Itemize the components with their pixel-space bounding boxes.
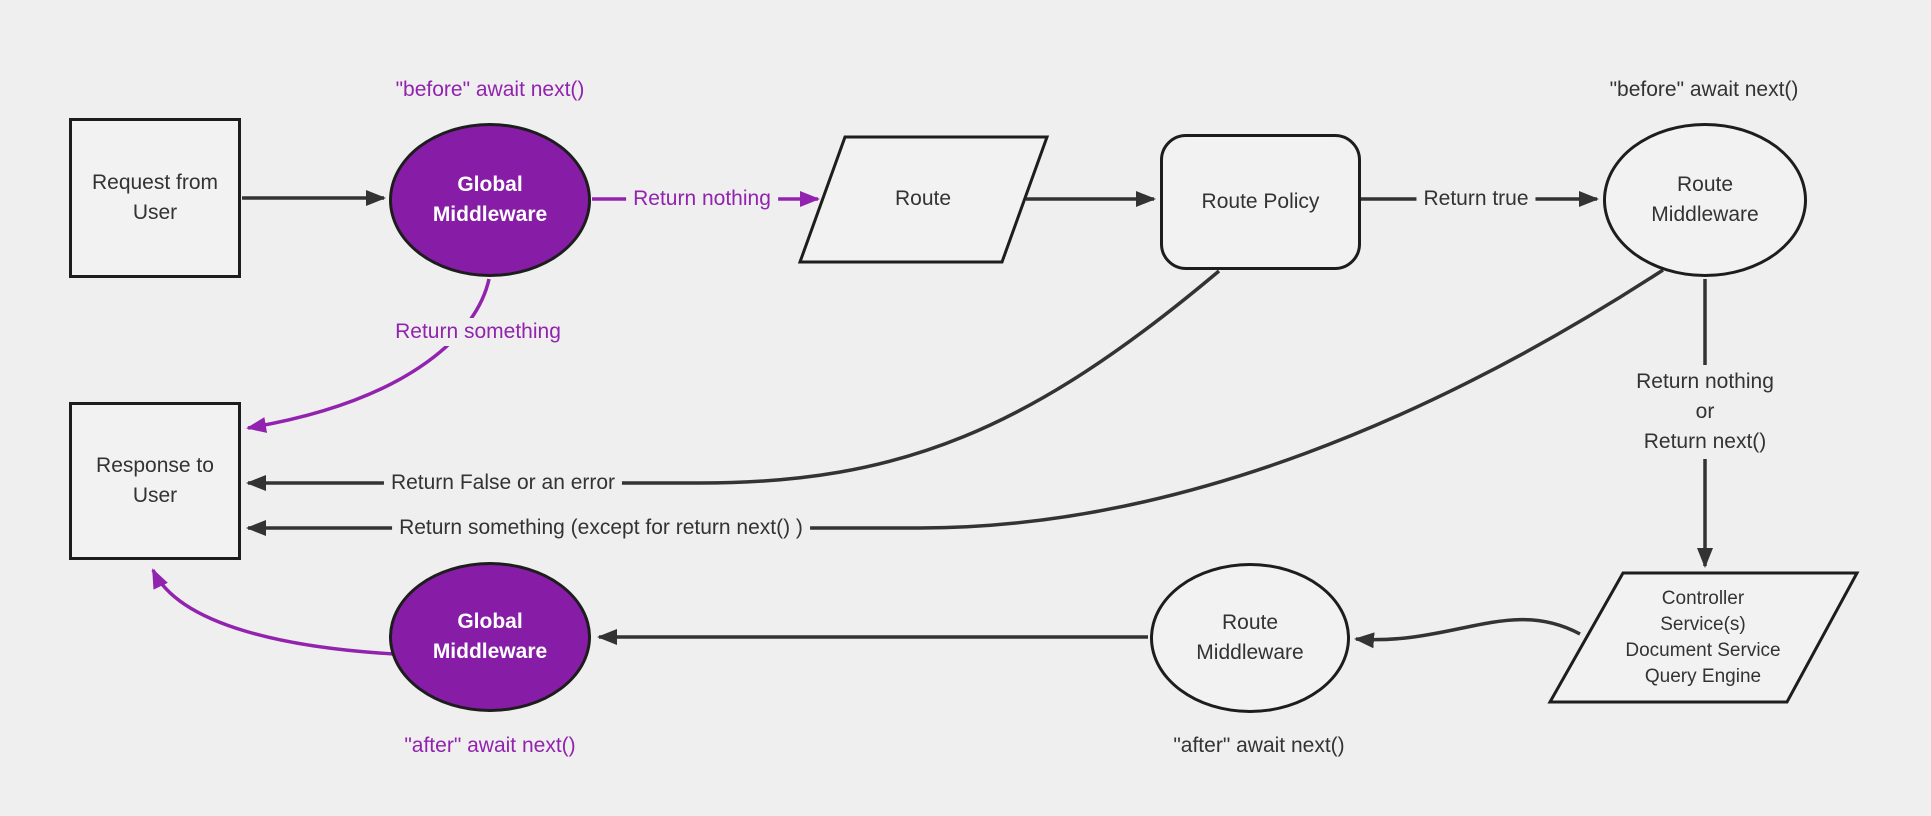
edge-label-return-something-except: Return something (except for return next…: [392, 514, 810, 542]
edge-controller-to-route-middleware-bottom: [1354, 617, 1581, 649]
node-route-policy: Route Policy: [1160, 134, 1361, 270]
edge-label-before-await-next-top: "before" await next(): [395, 78, 585, 101]
node-route-middleware-top-label: Route Middleware: [1651, 173, 1759, 226]
controller-node-shape: [1547, 571, 1860, 704]
node-route-middleware-bottom-label: Route Middleware: [1196, 611, 1304, 664]
node-global-middleware-bottom-label: Global Middleware: [432, 610, 548, 663]
edge-global-middleware-bottom-to-response: [151, 568, 395, 656]
edge-global-middleware-return-something-to-response: [246, 278, 491, 433]
edge-label-return-nothing-or-next-line-3: Return next(): [1643, 430, 1767, 453]
edge-label-return-nothing-or-next-line-1: Return nothing: [1636, 370, 1774, 393]
node-controller-line-3: Document Service: [1625, 640, 1781, 661]
node-controller-line-1: Controller: [1661, 588, 1745, 609]
edge-label-after-await-next-mid: "after" await next(): [1173, 734, 1345, 757]
edge-route-middleware-return-something-to-response: [246, 268, 1664, 536]
edge-label-return-nothing-or-next-line-2: or: [1695, 400, 1715, 423]
node-controller-line-4: Query Engine: [1644, 666, 1762, 687]
edge-label-return-nothing: Return nothing: [626, 185, 778, 213]
edge-label-before-await-next-right: "before" await next(): [1609, 78, 1799, 101]
edge-label-return-nothing-or-next: Return nothing or Return next(): [1629, 365, 1781, 459]
edge-label-return-false-or-error: Return False or an error: [383, 469, 623, 497]
edge-label-return-something: Return something: [388, 318, 568, 346]
edge-label-return-true: Return true: [1416, 185, 1536, 213]
node-route-middleware-top: Route Middleware: [1603, 123, 1807, 277]
route-node-shape: [797, 135, 1050, 264]
edge-label-after-await-next-left: "after" await next(): [404, 734, 576, 757]
node-controller-line-2: Service(s): [1660, 614, 1746, 635]
node-request-from-user-label: Request from User: [91, 171, 219, 224]
edge-route-policy-return-false-to-response: [246, 269, 1221, 491]
node-request-from-user: Request from User: [69, 118, 241, 278]
node-global-middleware-bottom: Global Middleware: [389, 562, 591, 712]
node-route-policy-label: Route Policy: [1201, 190, 1320, 213]
node-route-middleware-bottom: Route Middleware: [1150, 563, 1350, 713]
node-controller-label: Controller Service(s) Document Service Q…: [1625, 586, 1780, 690]
node-global-middleware-top-label: Global Middleware: [432, 173, 548, 226]
node-route-label: Route: [894, 187, 952, 210]
node-response-to-user: Response to User: [69, 402, 241, 560]
node-global-middleware-top: Global Middleware: [389, 123, 591, 277]
node-response-to-user-label: Response to User: [96, 454, 214, 507]
